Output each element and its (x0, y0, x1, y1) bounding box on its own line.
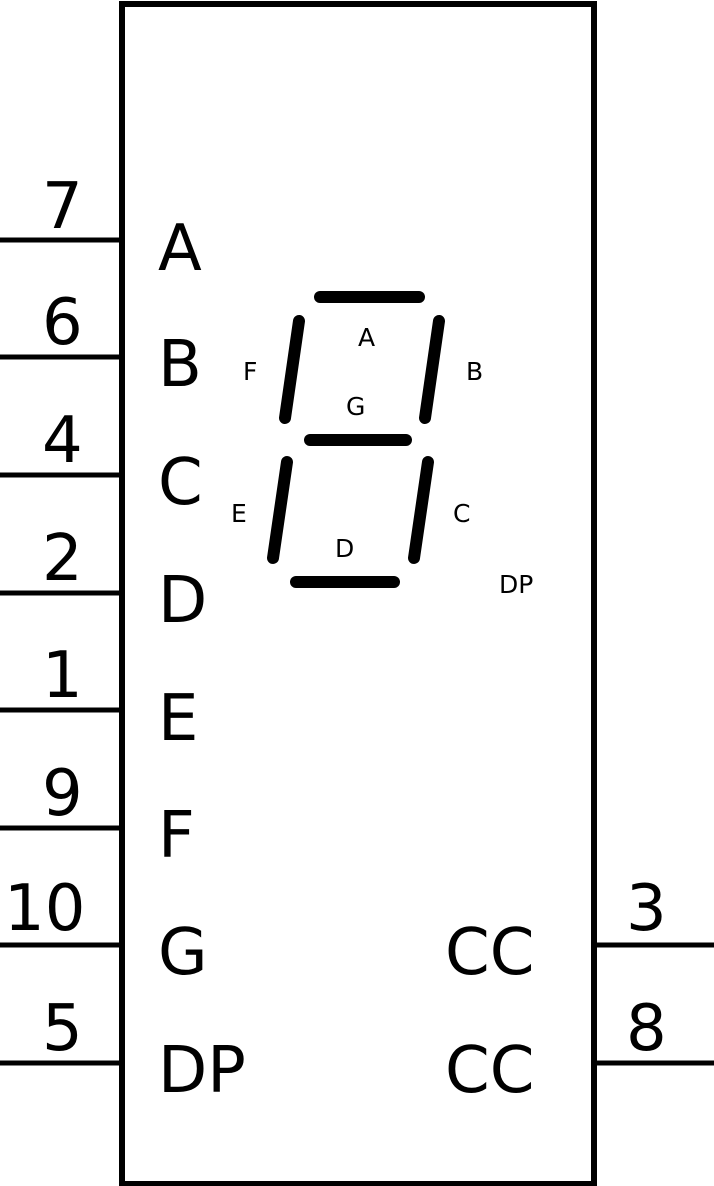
segment-label-c: C (453, 499, 470, 528)
left-pin-B: 6 B (0, 286, 202, 402)
segment-label-d: D (335, 534, 354, 563)
left-pin-A: 7 A (0, 170, 202, 286)
pin-number: 10 (4, 872, 85, 946)
segment-b (419, 315, 445, 424)
pin-number: 4 (42, 404, 83, 478)
right-pin-CC-1: 3 CC (445, 872, 714, 990)
pin-number: 5 (42, 992, 83, 1066)
segment-c (408, 456, 434, 564)
segment-label-e: E (231, 499, 247, 528)
left-pin-DP: 5 DP (0, 992, 246, 1108)
left-pin-E: 1 E (0, 639, 198, 756)
segment-label-dp: DP (499, 570, 533, 599)
pin-number: 1 (42, 639, 83, 713)
pin-name: CC (445, 916, 534, 990)
pin-name: DP (158, 1034, 246, 1108)
segment-label-f: F (243, 357, 257, 386)
pin-number: 3 (626, 872, 667, 946)
left-pin-D: 2 D (0, 522, 207, 638)
pin-name: F (158, 799, 195, 873)
pin-name: G (158, 916, 208, 990)
pin-number: 7 (42, 170, 83, 244)
pin-name: C (158, 446, 203, 520)
segment-label-a: A (358, 323, 375, 352)
left-pin-G: 10 G (0, 872, 208, 990)
left-pin-F: 9 F (0, 757, 195, 873)
pin-number: 8 (626, 992, 667, 1066)
pin-name: CC (445, 1034, 534, 1108)
seven-segment-display (267, 291, 445, 588)
pin-number: 2 (42, 522, 83, 596)
left-pin-C: 4 C (0, 404, 203, 520)
segment-e (267, 456, 293, 564)
segment-f (279, 315, 305, 424)
pin-name: B (158, 328, 202, 402)
pin-name: E (158, 682, 198, 756)
pin-name: A (158, 212, 202, 286)
pin-number: 9 (42, 757, 83, 831)
pin-number: 6 (42, 286, 83, 360)
segment-label-b: B (466, 357, 483, 386)
segment-label-g: G (346, 392, 365, 421)
right-pin-CC-2: 8 CC (445, 992, 714, 1108)
pin-name: D (158, 564, 207, 638)
